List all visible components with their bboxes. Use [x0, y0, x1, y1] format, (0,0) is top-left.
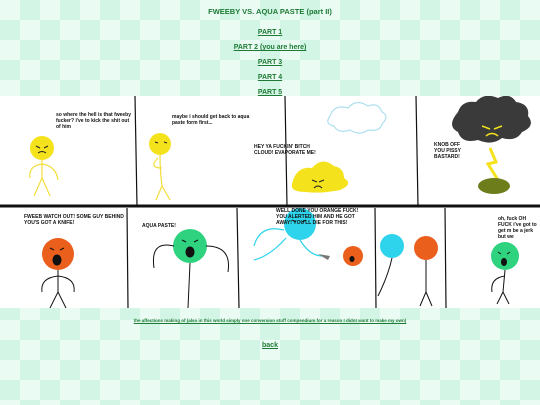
nav-link-part-4[interactable]: PART 4: [257, 74, 283, 81]
panel-4-storm: [452, 96, 531, 194]
panel-8-speech: oh, fuck OH FUCK i've got to get m be a …: [498, 216, 537, 240]
panel-6-speech: AQUA PASTE!: [142, 223, 176, 229]
panel-4-speech: KNOB OFF YOU PISSY BASTARD!: [434, 142, 461, 160]
panel-8-characters: [377, 234, 438, 307]
nav-link-part-3[interactable]: PART 3: [257, 59, 283, 66]
nav-part-5-row: PART 5: [0, 81, 540, 99]
panel-2-character: [149, 133, 171, 201]
panel-2-speech: maybe i should get back to aqua paste fo…: [172, 114, 250, 126]
nav-part-4-row: PART 4: [0, 66, 540, 84]
nav-link-part-5[interactable]: PART 5: [257, 89, 283, 96]
panel-1-character: [29, 136, 59, 197]
panel-7-characters: [253, 208, 363, 266]
back-row: back: [0, 334, 540, 352]
panel-5-character: [41, 238, 75, 308]
comic-strip: so where the hell is that fweeby fucker?…: [0, 96, 540, 308]
page-title: FWEEBY VS. AQUA PASTE (part II): [208, 7, 332, 16]
panel-1-speech: so where the hell is that fweeby fucker?…: [56, 112, 132, 130]
back-link[interactable]: back: [262, 342, 278, 349]
panel-9-character: [491, 242, 519, 305]
comic-drawing: [0, 96, 540, 308]
nav-part-1-row: PART 1: [0, 21, 540, 39]
panel-5-speech: FWEEB WATCH OUT! SOME GUY BEHIND YOU'S G…: [24, 214, 124, 226]
nav-link-part-2[interactable]: PART 2 (you are here): [233, 44, 307, 51]
panel-7-speech: WELL DONE YOU ORANGE FUCK! YOU ALERTED H…: [276, 208, 359, 226]
comic-caption-link[interactable]: the affections making of (also in this w…: [133, 318, 407, 323]
nav-part-3-row: PART 3: [0, 51, 540, 69]
nav-part-2-row: PART 2 (you are here): [0, 36, 540, 54]
panel-3-cloud: [291, 101, 387, 193]
panel-3-speech: HEY YA FUCKIN' BITCH CLOUD! EVAPORATE ME…: [254, 144, 316, 156]
nav-link-part-1[interactable]: PART 1: [257, 29, 283, 36]
panel-6-character: [152, 229, 230, 308]
